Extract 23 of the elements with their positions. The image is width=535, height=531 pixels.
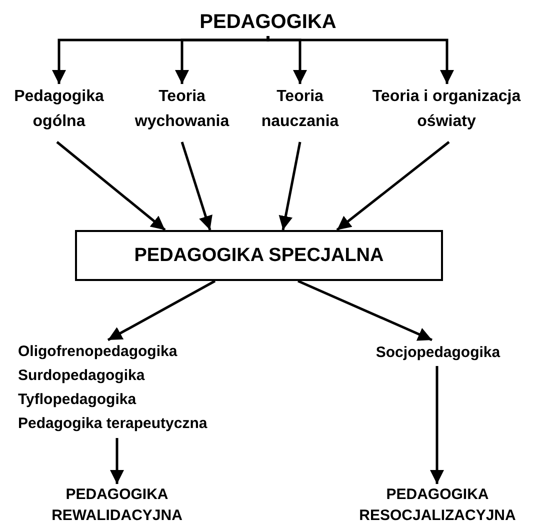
category-label: PEDAGOGIKA REWALIDACYJNA [36,484,198,528]
category-label: Teoria nauczania [246,84,354,142]
subdiscipline-label: Tyflopedagogika [18,390,138,410]
diagram-heading: PEDAGOGIKA [196,8,340,36]
arrow [180,142,212,230]
category-label: Teoria i organizacja oświaty [358,84,535,142]
category-label: Teoria wychowania [120,84,244,142]
arrow [278,142,302,230]
arrow [56,141,166,231]
arrow [266,36,454,84]
arrow [336,141,450,231]
subdiscipline-label: Surdopedagogika [18,366,146,386]
arrow [175,36,270,84]
category-label: PEDAGOGIKA RESOCJALIZACYJNA [345,484,530,528]
subdiscipline-label: Pedagogika terapeutyczna [18,414,208,434]
category-box: PEDAGOGIKA SPECJALNA [75,230,443,281]
arrow [110,438,124,484]
arrow [298,280,432,342]
arrow [107,280,216,342]
subdiscipline-label: Oligofrenopedagogika [18,342,178,362]
category-label: Pedagogika ogólna [0,84,118,142]
category-label: Socjopedagogika [358,340,518,366]
arrow [430,366,444,484]
